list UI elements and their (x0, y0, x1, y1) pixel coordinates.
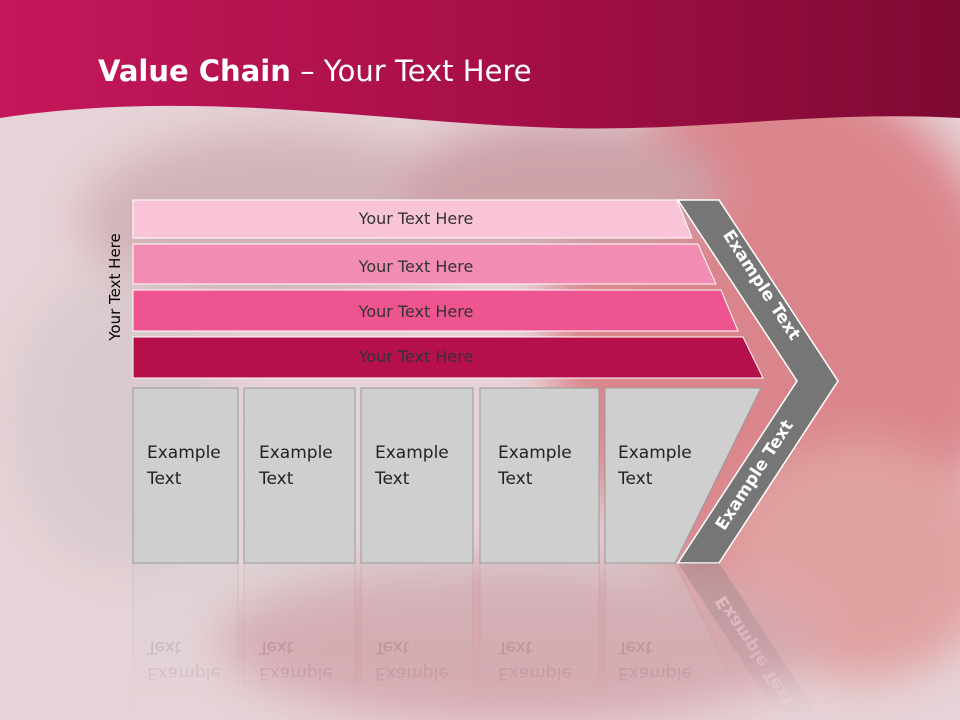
band-3-shape (132, 289, 739, 332)
box-5: Example Text (604, 387, 762, 564)
svg-text:Example: Example (498, 663, 572, 683)
svg-text:Text: Text (146, 637, 182, 657)
svg-text:Example: Example (618, 663, 692, 683)
box-1-shape (132, 387, 239, 564)
box-5-line1: Example (618, 443, 692, 463)
svg-text:Text: Text (497, 637, 533, 657)
box-5-line2: Text (617, 469, 653, 489)
box-2-line2: Text (258, 469, 294, 489)
svg-text:Example: Example (147, 663, 221, 683)
svg-text:Example: Example (375, 663, 449, 683)
band-2-shape (132, 243, 717, 285)
box-3-line2: Text (374, 469, 410, 489)
band-1-label: Your Text Here (358, 209, 474, 228)
box-2-line1: Example (259, 443, 333, 463)
title-bold-part: Value Chain (98, 54, 291, 88)
box-5-shape (604, 387, 762, 564)
svg-text:Text: Text (374, 637, 410, 657)
box-2-shape (243, 387, 356, 564)
svg-text:Text: Text (617, 637, 653, 657)
box-3: Example Text (360, 387, 474, 564)
box-1-line2: Text (146, 469, 182, 489)
box-4-shape (479, 387, 600, 564)
box-4-line1: Example (498, 443, 572, 463)
box-4-line2: Text (497, 469, 533, 489)
band-2-label: Your Text Here (358, 257, 474, 276)
box-1: Example Text (132, 387, 239, 564)
svg-text:Example: Example (259, 663, 333, 683)
box-1-line1: Example (147, 443, 221, 463)
box-4: Example Text (479, 387, 600, 564)
box-3-shape (360, 387, 474, 564)
band-3-label: Your Text Here (358, 302, 474, 321)
box-3-line1: Example (375, 443, 449, 463)
band-1-shape (132, 199, 693, 239)
band-4-label: Your Text Here (358, 347, 474, 366)
band-4-shape (132, 336, 764, 379)
title-rest-part: – Your Text Here (290, 54, 532, 88)
slide-title: Value Chain – Your Text Here (98, 54, 532, 88)
diagram-reflection: Example Text Example Text Example Text E… (132, 562, 822, 720)
svg-text:Text: Text (258, 637, 294, 657)
box-2: Example Text (243, 387, 356, 564)
chevron-arrow (676, 199, 839, 564)
